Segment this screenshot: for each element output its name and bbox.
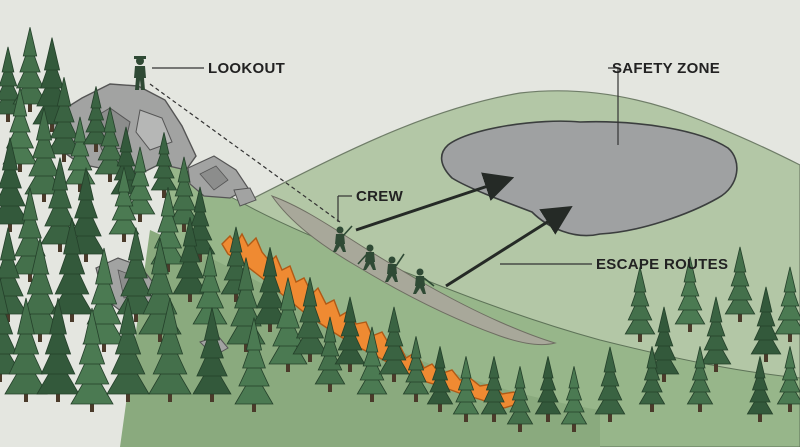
forest (0, 27, 800, 432)
escape-route-arrow-lower (445, 205, 573, 288)
pine-tree (192, 247, 228, 332)
pine-tree (40, 157, 80, 252)
pine-tree (18, 237, 62, 342)
trail (270, 195, 557, 346)
pine-tree (168, 156, 200, 232)
pine-tree (560, 366, 588, 432)
lookout-label: LOOKOUT (208, 60, 285, 77)
pine-tree (378, 306, 410, 382)
pine-tree (746, 356, 774, 422)
pine-tree (356, 326, 388, 402)
pine-tree (624, 266, 656, 342)
pine-tree (172, 217, 208, 302)
pine-tree (138, 237, 182, 342)
pine-tree (94, 106, 126, 182)
pine-tree (192, 307, 232, 402)
pine-tree (724, 246, 756, 322)
pine-tree (594, 346, 626, 422)
pine-tree (70, 307, 114, 412)
pine-tree (426, 346, 454, 412)
pine-tree (750, 286, 782, 362)
pine-tree (124, 146, 156, 222)
pine-tree (506, 366, 534, 432)
pine-tree (36, 297, 80, 402)
crew-member (357, 244, 376, 270)
pine-tree (402, 336, 430, 402)
pine-tree (638, 346, 666, 412)
pine-tree (776, 346, 800, 412)
crew-label: CREW (356, 188, 404, 205)
crew-member (333, 225, 353, 252)
pine-tree (292, 277, 328, 362)
pine-tree (334, 296, 366, 372)
pine-tree (686, 346, 714, 412)
pine-tree (82, 86, 110, 152)
crew-member (385, 253, 405, 282)
pine-tree (674, 256, 706, 332)
pine-tree (108, 166, 140, 242)
crew-member (413, 268, 435, 294)
escape-route-arrow-upper (355, 172, 515, 232)
pine-tree (50, 217, 94, 322)
pine-tree (700, 296, 732, 372)
pine-tree (234, 317, 274, 412)
escape-routes-label: ESCAPE ROUTES (596, 256, 728, 273)
pine-tree (534, 356, 562, 422)
pine-tree (4, 297, 48, 402)
pine-tree (46, 77, 82, 162)
lookout-person (134, 56, 146, 90)
pine-tree (148, 297, 192, 402)
pine-tree (150, 132, 178, 198)
pine-tree (268, 277, 308, 372)
pine-tree (0, 137, 30, 232)
pine-tree (252, 247, 288, 332)
pine-tree (480, 356, 508, 422)
pine-tree (452, 356, 480, 422)
safety-zone-label: SAFETY ZONE (612, 60, 720, 77)
pine-tree (64, 116, 96, 192)
pine-tree (774, 266, 800, 342)
pine-tree (116, 227, 156, 322)
pine-tree (106, 297, 150, 402)
